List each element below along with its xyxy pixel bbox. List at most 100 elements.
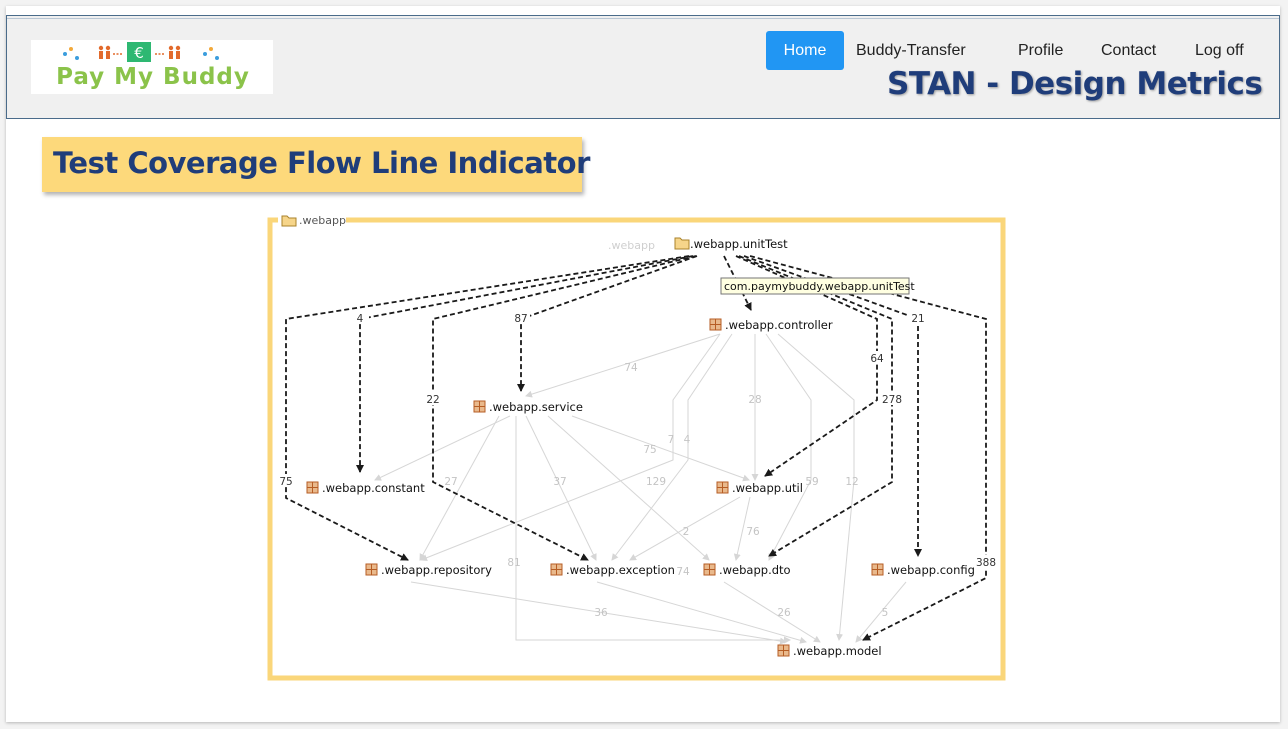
node-model[interactable]: .webapp.model <box>777 644 882 658</box>
test-edge-label-bg <box>883 392 901 405</box>
node-util[interactable]: .webapp.util <box>716 481 803 495</box>
dependency-edge-label: 27 <box>444 476 457 488</box>
dependency-edge-label: 81 <box>507 557 520 569</box>
dependency-edge-label: 2 <box>683 526 690 538</box>
test-edge-label: 87 <box>514 313 527 325</box>
dependency-edge-label: 74 <box>676 566 690 578</box>
node-exception[interactable]: .webapp.exception <box>550 563 675 577</box>
test-edge-exception: 22 <box>424 255 697 561</box>
header-title: STAN - Design Metrics <box>887 66 1263 102</box>
node-label: .webapp.unitTest <box>690 237 788 251</box>
dependency-edge-label: 37 <box>553 476 566 488</box>
dependency-edge-controller-repository: 7 <box>420 333 721 562</box>
dependency-edge-label: 129 <box>646 476 666 488</box>
node-label: .webapp.repository <box>381 563 492 577</box>
dependency-edge-service-exception: 37 <box>525 415 597 561</box>
test-edge-label: 21 <box>911 313 924 325</box>
test-edge-dto: 278 <box>738 255 902 557</box>
dependency-edge-service-util: 75 <box>571 415 750 482</box>
test-edge-service: 87 <box>512 255 698 392</box>
dependency-edge-label: 74 <box>624 362 638 374</box>
package-icon <box>550 563 563 576</box>
node-controller[interactable]: .webapp.controller <box>709 318 833 332</box>
dependency-edge-service-repository: 27 <box>419 415 500 561</box>
dependency-edge-controller-util: 28 <box>748 334 762 481</box>
node-label: .webapp.dto <box>719 563 791 577</box>
package-icon <box>703 563 716 576</box>
node-label: .webapp.config <box>887 563 975 577</box>
test-edge-util: 64 <box>735 255 886 477</box>
folder-open-icon <box>674 237 690 250</box>
dependency-edge-label: 76 <box>746 526 760 538</box>
people-exchange-icon: € <box>63 42 219 62</box>
header-divider <box>7 18 1279 19</box>
nav-log-off[interactable]: Log off <box>1195 42 1244 59</box>
test-edge-label-bg <box>424 392 442 405</box>
dependency-edge-controller-model: 12 <box>777 333 859 641</box>
package-icon <box>871 563 884 576</box>
node-unitTest[interactable]: .webapp.unitTest <box>674 237 788 251</box>
dependency-edge-service-constant <box>374 415 511 481</box>
test-edge-label-bg <box>977 555 995 568</box>
node-constant[interactable]: .webapp.constant <box>306 481 425 495</box>
euro-icon: € <box>134 44 144 62</box>
section-title: Test Coverage Flow Line Indicator <box>53 146 590 180</box>
dependency-edge-label: 75 <box>643 444 656 456</box>
site-header: € Pay My Buddy Home Buddy-Transfer Profi… <box>6 15 1280 119</box>
dependency-edge-label: 12 <box>845 476 858 488</box>
nav-buddy-transfer[interactable]: Buddy-Transfer <box>856 42 966 59</box>
package-icon <box>473 400 486 413</box>
node-service[interactable]: .webapp.service <box>473 400 583 414</box>
pay-my-buddy-logo[interactable]: € Pay My Buddy <box>31 40 273 94</box>
logo-text: Pay My Buddy <box>56 64 250 90</box>
test-edge-label-bg <box>909 311 927 324</box>
test-edge-controller <box>723 255 752 311</box>
test-edge-label: 22 <box>426 394 439 406</box>
test-edge-label-bg <box>351 311 369 324</box>
test-edge-label-bg <box>868 351 886 364</box>
node-config[interactable]: .webapp.config <box>871 563 975 577</box>
dependency-edge-config-model: 5 <box>855 581 907 643</box>
container-folder-icon <box>281 215 297 227</box>
dependency-edge-label: 59 <box>805 476 818 488</box>
package-icon <box>306 481 319 494</box>
test-edge-label-bg <box>277 474 295 487</box>
dependency-edge-label: 26 <box>777 607 791 619</box>
test-edge-constant: 4 <box>351 255 694 473</box>
test-edge-label: 388 <box>976 557 996 569</box>
dependency-edge-util-exception: 2 <box>629 496 741 561</box>
node-label: .webapp.controller <box>725 318 833 332</box>
dependency-edge-label: 36 <box>594 607 608 619</box>
tooltip-text: com.paymybuddy.webapp.unitTest <box>724 280 915 293</box>
dependency-edge-util-dto: 76 <box>733 496 760 561</box>
test-edge-model: 388 <box>749 255 996 641</box>
diagram-container-frame <box>267 217 1006 681</box>
nav-profile[interactable]: Profile <box>1018 42 1064 59</box>
test-edge-label: 75 <box>279 476 292 488</box>
node-label: .webapp.model <box>793 644 882 658</box>
tooltip: com.paymybuddy.webapp.unitTest <box>720 277 915 295</box>
container-label: .webapp <box>299 214 346 227</box>
dependency-edge-label: 28 <box>748 394 761 406</box>
dependency-edge-service-dto: 129 <box>547 415 710 561</box>
nav-home[interactable]: Home <box>766 31 844 70</box>
ghost-label: .webapp <box>608 239 655 252</box>
test-edge-label: 4 <box>357 313 364 325</box>
node-repository[interactable]: .webapp.repository <box>365 563 492 577</box>
dependency-edge-service-model: 81 <box>507 416 791 644</box>
package-icon <box>777 644 790 657</box>
dependency-edge-exception-model: 74 <box>596 566 807 644</box>
dependency-edge-dto-model: 26 <box>723 581 821 643</box>
test-edge-label: 278 <box>882 394 902 406</box>
dependency-edge-label: 4 <box>684 434 691 446</box>
dependency-edge-controller-service: 74 <box>525 333 721 398</box>
nav-contact[interactable]: Contact <box>1101 42 1157 59</box>
node-label: .webapp.exception <box>566 563 675 577</box>
dependency-edge-repository-model: 36 <box>410 581 787 645</box>
package-icon <box>365 563 378 576</box>
package-icon <box>709 318 722 331</box>
node-dto[interactable]: .webapp.dto <box>703 563 791 577</box>
node-label: .webapp.constant <box>322 481 425 495</box>
test-edge-config: 21 <box>743 255 927 557</box>
